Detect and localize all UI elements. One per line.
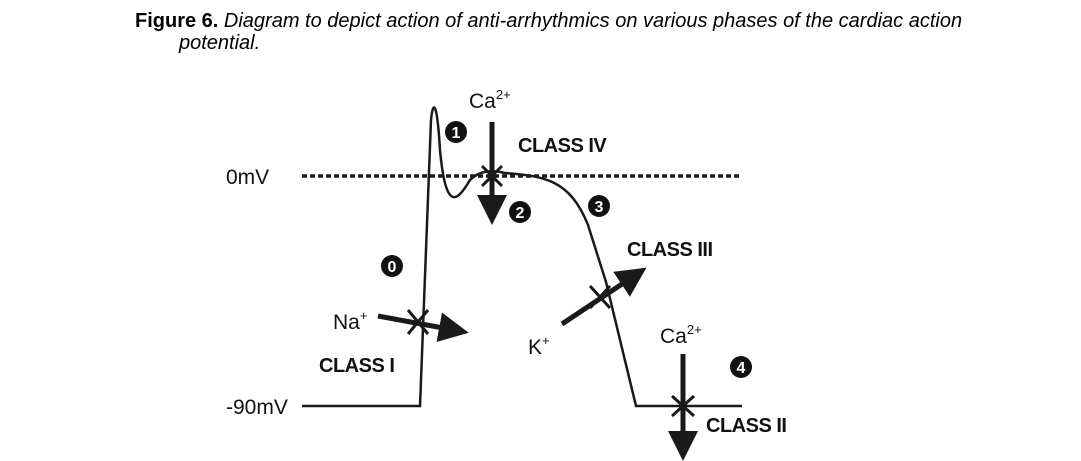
phase-1-number: 1 <box>452 125 461 142</box>
rest-mv-label: -90mV <box>226 396 288 419</box>
zero-mv-label: 0mV <box>226 166 269 189</box>
phase-2-marker: 2 <box>509 201 531 223</box>
phase-4-number: 4 <box>737 360 746 377</box>
phase-0-marker: 0 <box>381 255 403 277</box>
class-ii-label: CLASS II <box>706 415 786 437</box>
sodium-symbol: Na <box>333 311 360 334</box>
action-potential-curve <box>400 106 742 408</box>
svg-text:K+: K+ <box>528 333 550 359</box>
sodium-ion-label: Na+ <box>333 308 367 334</box>
class-iii-label: CLASS III <box>627 239 713 261</box>
svg-text:Ca2+: Ca2+ <box>469 87 511 113</box>
figure-caption: Figure 6. Diagram to depict action of an… <box>135 10 1075 54</box>
figure-caption-text-line1: Diagram to depict action of anti-arrhyth… <box>223 10 963 32</box>
calcium-bottom-block-x <box>670 394 696 418</box>
calcium-bottom-symbol: Ca <box>660 325 687 348</box>
potassium-charge: + <box>542 333 550 348</box>
calcium-top-symbol: Ca <box>469 90 496 113</box>
figure-caption-text-line2: potential. <box>179 32 261 54</box>
sodium-block-x <box>406 309 430 335</box>
calcium-top-charge: 2+ <box>496 87 511 102</box>
calcium-bottom-ion-label: Ca2+ <box>660 322 702 348</box>
phase-4-marker: 4 <box>730 356 752 378</box>
calcium-bottom-charge: 2+ <box>687 322 702 337</box>
phase-2-number: 2 <box>516 205 525 222</box>
phase-1-marker: 1 <box>445 121 467 143</box>
calcium-top-block-x <box>480 164 504 188</box>
class-i-label: CLASS I <box>319 355 394 377</box>
phase-3-marker: 3 <box>588 195 610 217</box>
phase-0-number: 0 <box>388 259 397 276</box>
potassium-block-x <box>588 284 612 310</box>
figure-number: Figure 6. <box>135 10 219 32</box>
calcium-top-ion-label: Ca2+ <box>469 87 511 113</box>
svg-text:Na+: Na+ <box>333 308 367 334</box>
potassium-ion-label: K+ <box>528 333 550 359</box>
class-iv-label: CLASS IV <box>518 135 607 157</box>
svg-text:Ca2+: Ca2+ <box>660 322 702 348</box>
phase-3-number: 3 <box>595 199 604 216</box>
sodium-charge: + <box>360 308 368 323</box>
potassium-symbol: K <box>528 336 542 359</box>
